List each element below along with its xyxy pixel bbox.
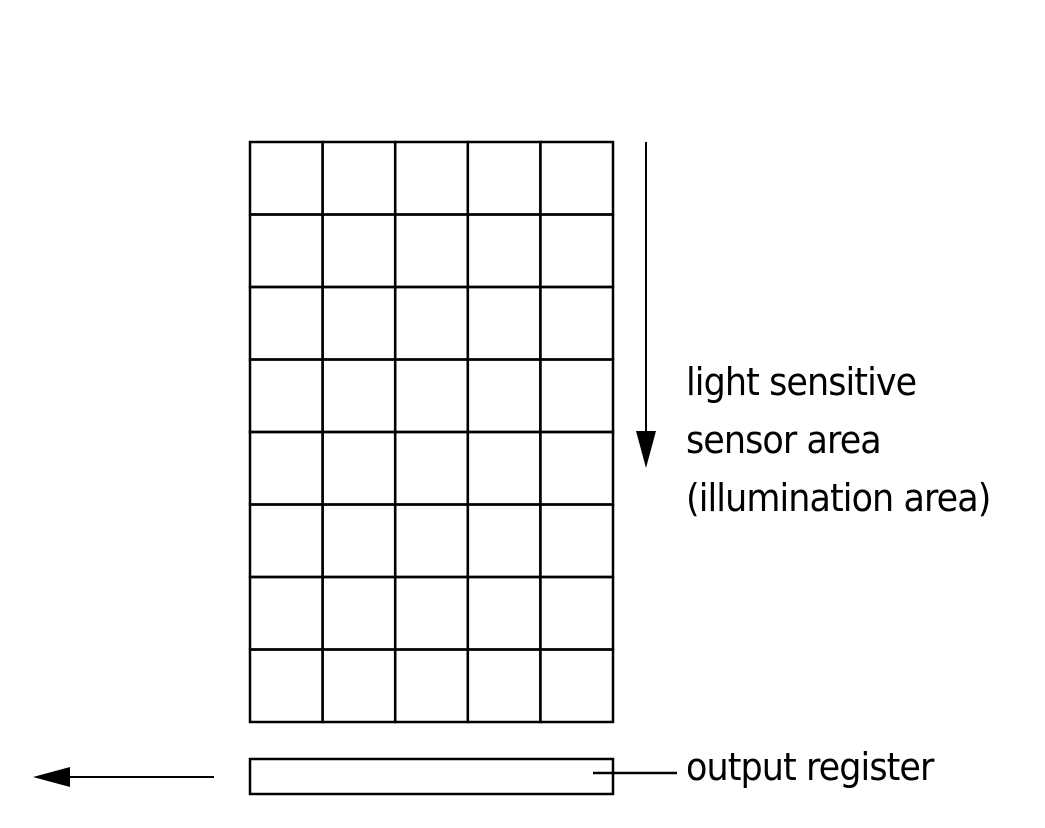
sensor-pixel-cell — [248, 358, 324, 434]
sensor-pixel-cell — [248, 503, 324, 579]
sensor-pixel-cell — [321, 430, 397, 506]
sensor-pixel-cell — [466, 358, 542, 434]
sensor-pixel-cell — [539, 503, 615, 579]
output-register-label: output register — [686, 745, 934, 789]
sensor-pixel-cell — [466, 430, 542, 506]
sensor-pixel-cell — [248, 140, 324, 216]
sensor-pixel-cell — [539, 648, 615, 724]
charge-shift-down-arrow — [636, 142, 656, 468]
sensor-pixel-cell — [321, 285, 397, 361]
sensor-pixel-cell — [466, 575, 542, 651]
sensor-pixel-cell — [539, 575, 615, 651]
sensor-pixel-cell — [393, 503, 470, 579]
sensor-pixel-cell — [539, 285, 615, 361]
sensor-pixel-cell — [393, 648, 470, 724]
sensor-pixel-cell — [539, 140, 615, 216]
sensor-pixel-cell — [321, 575, 397, 651]
sensor-pixel-cell — [393, 285, 470, 361]
sensor-pixel-cell — [466, 213, 542, 289]
sensor-pixel-cell — [466, 285, 542, 361]
sensor-pixel-cell — [248, 430, 324, 506]
sensor-pixel-cell — [466, 503, 542, 579]
sensor-pixel-cell — [248, 285, 324, 361]
sensor-pixel-cell — [393, 575, 470, 651]
sensor-pixel-cell — [466, 648, 542, 724]
sensor-pixel-cell — [321, 213, 397, 289]
sensor-pixel-cell — [539, 430, 615, 506]
sensor-grid — [248, 140, 615, 724]
sensor-pixel-cell — [248, 575, 324, 651]
sensor-pixel-cell — [321, 503, 397, 579]
sensor-pixel-cell — [539, 213, 615, 289]
sensor-pixel-cell — [321, 140, 397, 216]
sensor-pixel-cell — [466, 140, 542, 216]
sensor-pixel-cell — [248, 648, 324, 724]
sensor-pixel-cell — [539, 358, 615, 434]
sensor-pixel-cell — [393, 358, 470, 434]
sensor-pixel-cell — [393, 140, 470, 216]
output-register-box — [248, 757, 615, 796]
sensor-area-label: light sensitive sensor area (illuminatio… — [686, 353, 991, 527]
sensor-pixel-cell — [321, 648, 397, 724]
sensor-area-label-line-1: light sensitive — [686, 360, 917, 404]
sensor-pixel-cell — [321, 358, 397, 434]
sensor-area-label-line-3: (illumination area) — [686, 476, 991, 520]
sensor-pixel-cell — [248, 213, 324, 289]
sensor-area-label-line-2: sensor area — [686, 418, 882, 462]
readout-left-arrow — [33, 767, 214, 787]
sensor-pixel-cell — [393, 213, 470, 289]
sensor-pixel-cell — [393, 430, 470, 506]
